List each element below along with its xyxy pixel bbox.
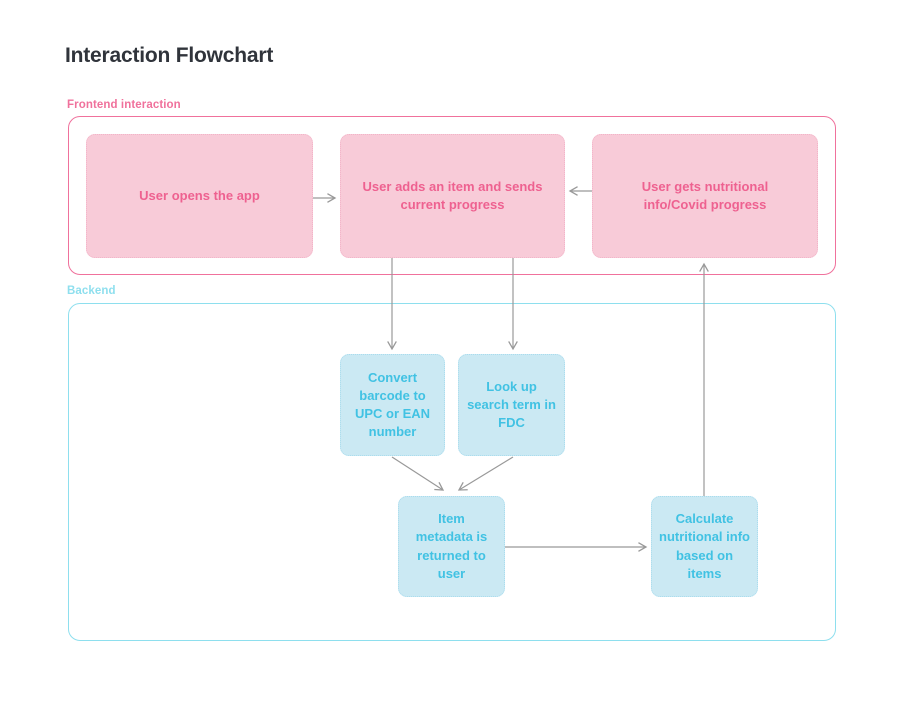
section-label-backend: Backend bbox=[67, 285, 116, 297]
node-user-opens-app[interactable]: User opens the app bbox=[86, 134, 313, 258]
page-title: Interaction Flowchart bbox=[65, 44, 274, 67]
node-lookup-search-term-fdc[interactable]: Look up search term in FDC bbox=[458, 354, 565, 456]
node-user-adds-item[interactable]: User adds an item and sends current prog… bbox=[340, 134, 565, 258]
section-label-frontend: Frontend interaction bbox=[67, 99, 181, 111]
section-frame-frontend[interactable] bbox=[68, 116, 836, 275]
node-calculate-nutritional-info[interactable]: Calculate nutritional info based on item… bbox=[651, 496, 758, 597]
section-frame-backend[interactable] bbox=[68, 303, 836, 641]
node-item-metadata-returned[interactable]: Item metadata is returned to user bbox=[398, 496, 505, 597]
node-convert-barcode[interactable]: Convert barcode to UPC or EAN number bbox=[340, 354, 445, 456]
node-user-gets-nutritional-info[interactable]: User gets nutritional info/Covid progres… bbox=[592, 134, 818, 258]
